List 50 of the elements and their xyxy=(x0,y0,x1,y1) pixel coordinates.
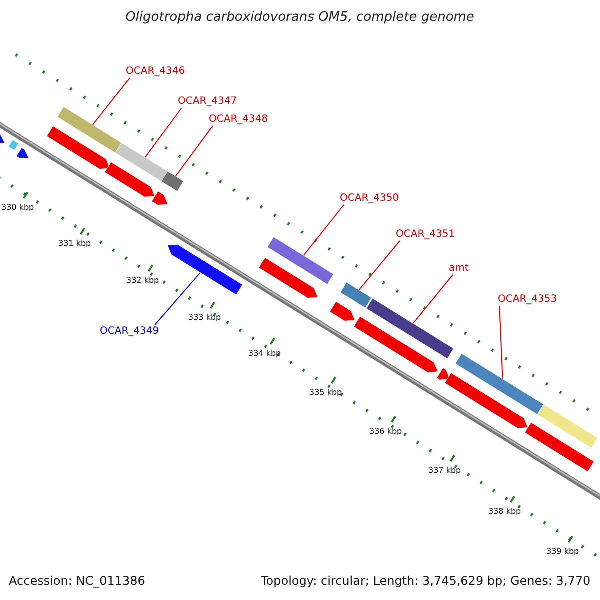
gene-bar xyxy=(16,148,30,159)
gene-bar xyxy=(161,171,184,192)
gene-label: OCAR_4346 xyxy=(126,66,186,77)
scale-label: 337 kbp xyxy=(428,466,462,474)
scale-label: 338 kbp xyxy=(488,506,522,516)
gene-bar xyxy=(524,422,594,472)
leader-line xyxy=(154,272,201,326)
scale-label: 339 kbp xyxy=(546,546,580,556)
leader-line xyxy=(358,240,400,291)
gene-label: OCAR_4348 xyxy=(209,114,268,125)
gene-bar xyxy=(46,126,110,170)
gene-bar xyxy=(57,106,122,154)
leader-line xyxy=(144,108,182,158)
scale-label: 335 kbp xyxy=(310,388,342,396)
accession-text: Accession: NC_011386 xyxy=(9,574,146,588)
gene-label: OCAR_4351 xyxy=(396,229,456,240)
scale-label: 334 kbp xyxy=(248,348,282,358)
gene-bar xyxy=(537,404,598,448)
gene-bar xyxy=(340,282,372,308)
gene-bar xyxy=(455,353,544,415)
gene-bar xyxy=(167,244,244,296)
gene-label: OCAR_4347 xyxy=(178,96,238,107)
scale-label: 336 kbp xyxy=(370,426,402,436)
gene-label: OCAR_4353 xyxy=(498,294,558,305)
leader-line xyxy=(175,126,214,177)
genome-stats-text: Topology: circular; Length: 3,745,629 bp; Genes: 3,770 xyxy=(261,574,591,588)
leader-line xyxy=(499,306,504,380)
gene-bar xyxy=(8,140,20,151)
gene-bar xyxy=(366,298,454,360)
gene-label: OCAR_4350 xyxy=(340,193,400,204)
leader-line xyxy=(303,204,344,256)
gene-bar xyxy=(330,301,356,322)
gene-bar xyxy=(444,372,528,429)
title: Oligotropha carboxidovorans OM5, complete genome xyxy=(124,10,476,25)
scale-label: 333 kbp xyxy=(188,312,222,322)
gene-bar xyxy=(115,142,170,182)
gene-bar xyxy=(258,257,318,299)
gene-label: amt xyxy=(449,263,469,274)
scale-label: 331 kbp xyxy=(58,238,92,248)
scale-label: 330 kbp xyxy=(2,202,34,212)
gene-label: OCAR_4349 xyxy=(100,326,160,337)
leader-line xyxy=(92,78,130,126)
leader-line xyxy=(412,274,454,324)
gene-bar xyxy=(152,191,168,206)
gene-bar xyxy=(0,132,6,144)
gene-bar xyxy=(104,162,156,198)
gene-bar xyxy=(436,368,450,380)
gene-bar xyxy=(267,236,334,285)
scale-label: 332 kbp xyxy=(126,276,160,284)
gene-bar xyxy=(354,316,438,373)
